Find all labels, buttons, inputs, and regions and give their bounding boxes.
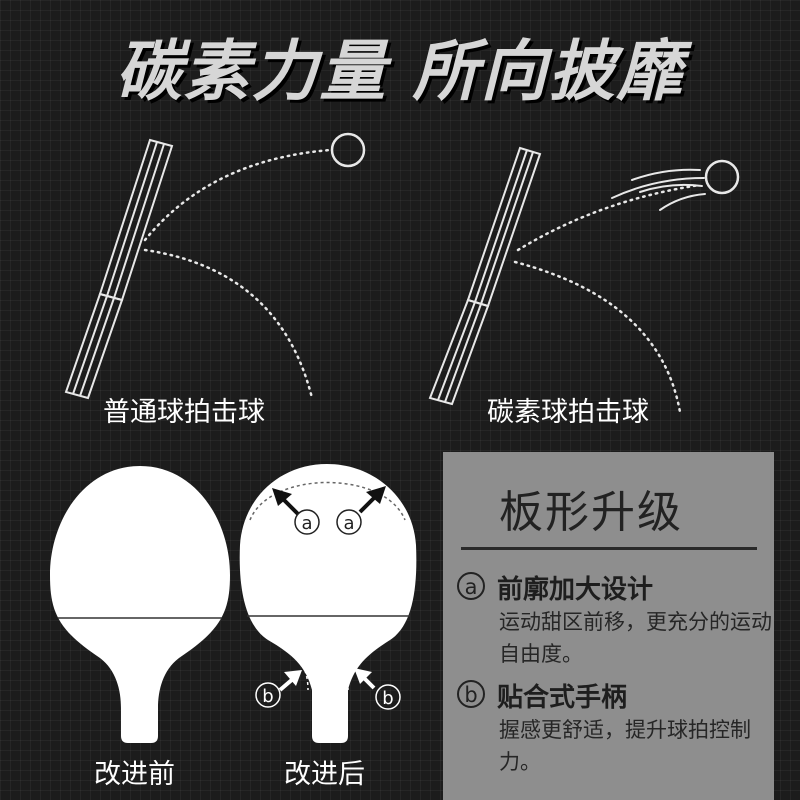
arrow-grip-left-icon — [278, 670, 302, 692]
marker-b-right: b — [382, 688, 393, 709]
paddle-after-front-dashed — [249, 481, 406, 521]
marker-a-left: a — [301, 513, 312, 534]
marker-b-left-circle — [255, 682, 281, 708]
carbon-ball-trajectory — [513, 183, 702, 414]
feature-title: 前廓加大设计 — [497, 575, 654, 605]
arrow-up-right-icon — [358, 486, 386, 514]
feature-title: 贴合式手柄 — [497, 683, 628, 713]
panel-divider — [461, 547, 757, 550]
speed-lines-icon — [611, 168, 706, 211]
carbon-racket-side-icon — [428, 146, 542, 406]
paddle-before-icon — [50, 466, 230, 743]
paddle-after-grip-dashed-right — [347, 651, 367, 691]
marker-a-left-circle — [294, 509, 320, 535]
caption-after: 改进后 — [284, 759, 365, 790]
arrow-up-left-icon — [272, 488, 300, 516]
arrow-grip-right-icon — [354, 668, 376, 690]
marker-a-right: a — [343, 513, 354, 534]
marker-b-left: b — [262, 686, 273, 707]
feature-badge-a: a — [457, 572, 485, 600]
paddle-after-icon — [239, 464, 417, 743]
marker-a-right-circle — [336, 509, 362, 535]
marker-b-right-circle — [375, 684, 401, 710]
caption-before: 改进前 — [94, 759, 175, 790]
caption-carbon-racket: 碳素球拍击球 — [487, 397, 649, 428]
feature-desc: 运动甜区前移，更充分的运动自由度。 — [499, 610, 772, 666]
paddle-after-grip-dashed-left — [289, 651, 309, 691]
feature-desc: 握感更舒适，提升球拍控制力。 — [499, 718, 751, 774]
caption-normal-racket: 普通球拍击球 — [103, 397, 265, 428]
headline: 碳素力量 所向披靡 — [115, 33, 685, 110]
normal-racket-side-icon — [64, 138, 174, 400]
panel-title: 板形升级 — [499, 487, 683, 538]
upgrade-panel: 板形升级 a 前廓加大设计 运动甜区前移，更充分的运动自由度。 b 贴合式手柄 … — [443, 452, 774, 800]
normal-ball-icon — [330, 132, 366, 168]
feature-badge-b: b — [457, 680, 485, 708]
carbon-ball-icon — [704, 159, 740, 195]
normal-ball-trajectory — [143, 148, 332, 400]
